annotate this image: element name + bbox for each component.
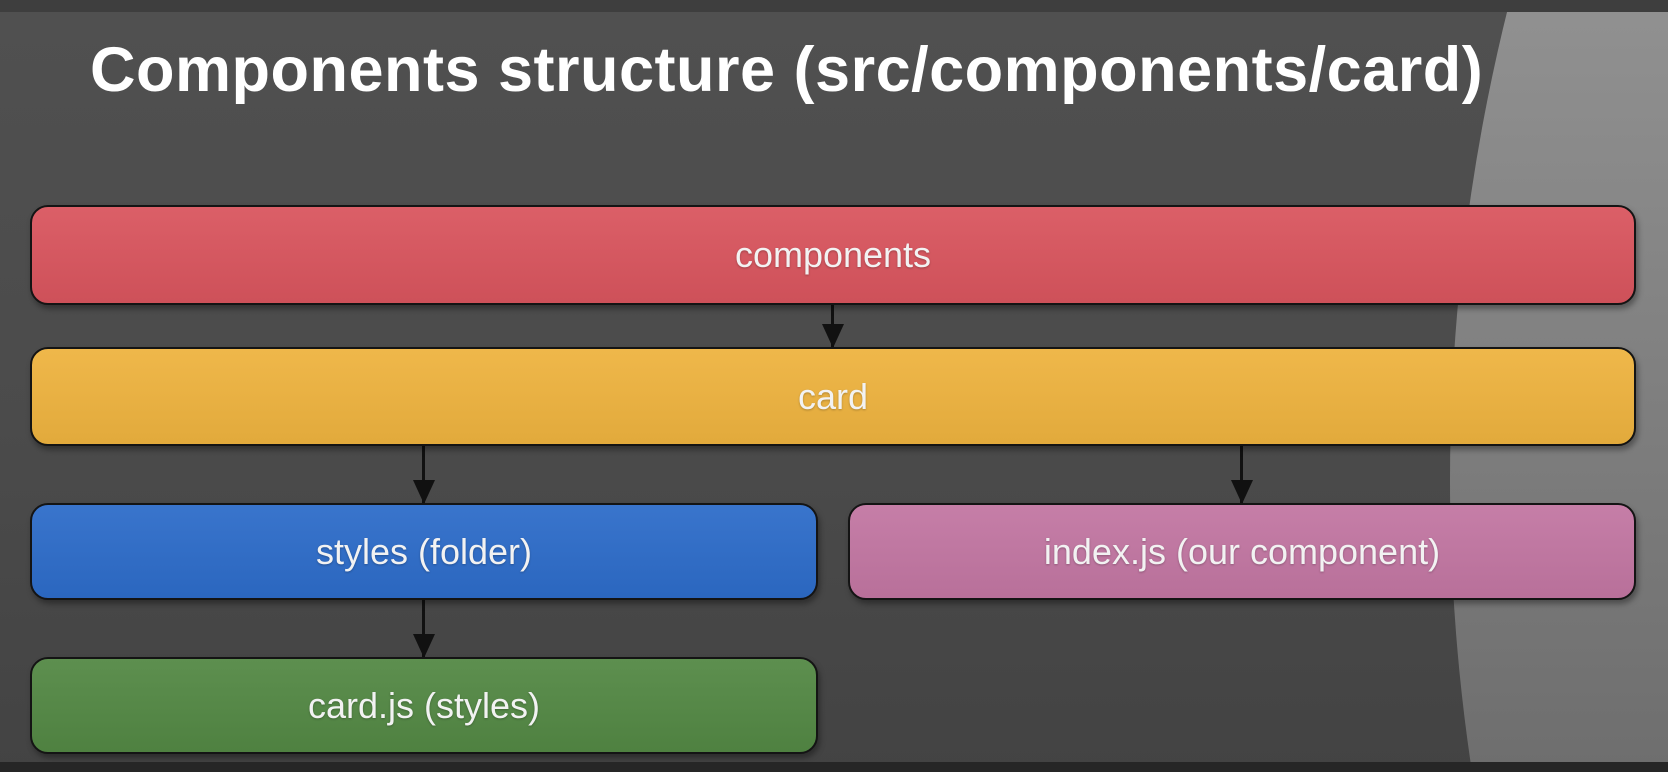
- node-card-folder: card: [30, 347, 1636, 446]
- node-card-js: card.js (styles): [30, 657, 818, 754]
- arrow-styles-to-cardjs: [412, 600, 435, 658]
- node-components-label: components: [734, 234, 932, 275]
- slide-title: Components structure (src/components/car…: [90, 35, 1484, 105]
- node-styles-label: styles (folder): [315, 530, 533, 572]
- arrowhead-down-icon: [821, 324, 844, 348]
- top-letterbox-bar: [0, 0, 1668, 12]
- arrowhead-down-icon: [1230, 480, 1253, 504]
- node-components-folder: components: [30, 205, 1636, 305]
- node-styles-folder: styles (folder): [30, 503, 818, 600]
- bottom-letterbox-bar: [0, 762, 1668, 772]
- arrow-components-to-card: [821, 305, 844, 348]
- node-card-label: card: [797, 375, 869, 417]
- arrowhead-down-icon: [412, 480, 435, 504]
- node-index-js: index.js (our component): [848, 503, 1636, 600]
- arrowhead-down-icon: [412, 634, 435, 658]
- arrow-card-to-index: [1230, 446, 1253, 504]
- node-index-label: index.js (our component): [1043, 530, 1441, 572]
- arrow-card-to-styles: [412, 446, 435, 504]
- node-cardjs-label: card.js (styles): [307, 684, 541, 726]
